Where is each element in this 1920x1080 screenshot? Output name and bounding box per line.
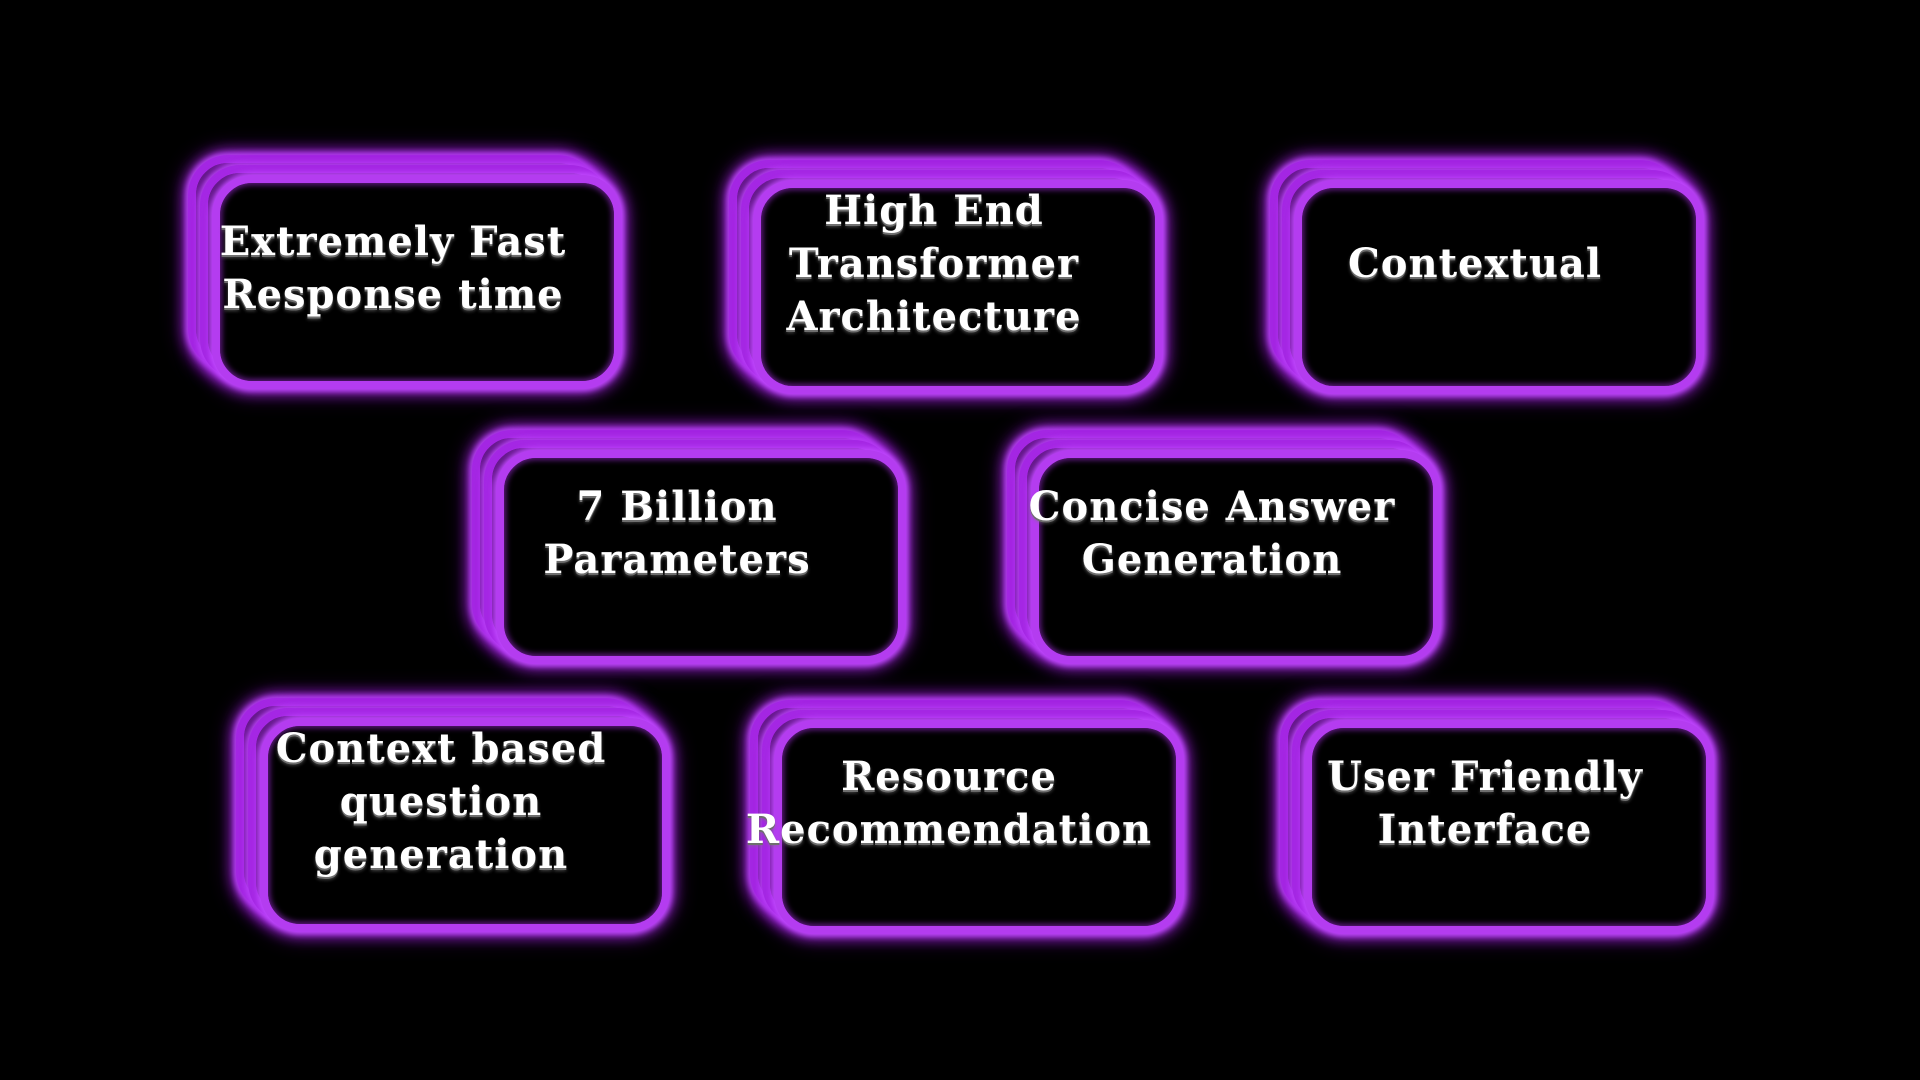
card-outline-front xyxy=(260,718,670,932)
feature-card-resource-recommendation: Resource Recommendation xyxy=(746,700,1184,934)
card-outline-front xyxy=(212,175,622,389)
feature-card-concise-answer: Concise Answer Generation xyxy=(1007,430,1441,664)
feature-label: Extremely Fast Response time xyxy=(219,218,567,318)
feature-card-fast-response: Extremely Fast Response time xyxy=(188,155,622,389)
feature-label: User Friendly Interface xyxy=(1327,753,1643,853)
feature-card-user-friendly-interface: User Friendly Interface xyxy=(1280,700,1714,934)
feature-label: 7 Billion Parameters xyxy=(543,483,811,583)
feature-card-question-generation: Context based question generation xyxy=(236,698,670,932)
card-outline-front xyxy=(1304,720,1714,934)
card-outline-front xyxy=(496,450,906,664)
card-outline-front xyxy=(753,180,1163,394)
card-outline-front xyxy=(774,720,1184,934)
feature-label: High End Transformer Architecture xyxy=(786,186,1082,340)
card-outline-front xyxy=(1031,450,1441,664)
feature-label: Resource Recommendation xyxy=(745,753,1153,853)
feature-card-contextual: Contextual xyxy=(1270,160,1704,394)
feature-card-transformer-architecture: High End Transformer Architecture xyxy=(729,160,1163,394)
feature-label: Contextual xyxy=(1347,239,1603,287)
feature-label: Concise Answer Generation xyxy=(1028,483,1396,583)
card-outline-front xyxy=(1294,180,1704,394)
feature-card-parameters: 7 Billion Parameters xyxy=(472,430,906,664)
feature-label: Context based question generation xyxy=(275,724,607,878)
